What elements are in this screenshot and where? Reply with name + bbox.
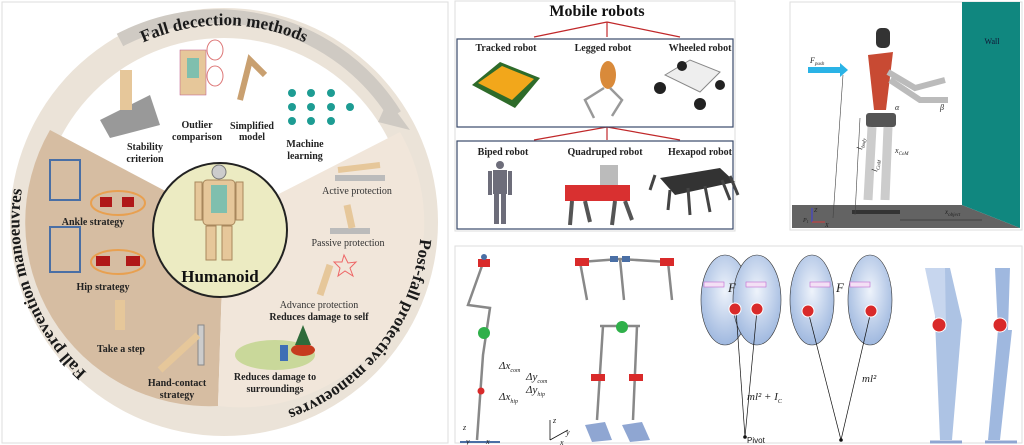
hip-strategy-icon bbox=[49, 226, 146, 275]
pivot-label: Pivot bbox=[747, 436, 766, 445]
legged-robot-icon bbox=[583, 61, 624, 119]
center-label: Humanoid bbox=[181, 267, 259, 286]
post-fall-item: surroundings bbox=[246, 384, 303, 395]
post-fall-item: Passive protection bbox=[311, 238, 384, 249]
step-figure-icon bbox=[115, 300, 125, 330]
humanoid-figure-icon bbox=[120, 70, 132, 110]
dx-com-label: Δxcom bbox=[498, 360, 521, 374]
axis-z-label: z bbox=[552, 416, 557, 425]
detection-item: Stability bbox=[127, 142, 163, 153]
humanoid-center-circle bbox=[152, 162, 288, 298]
svg-text:P1: P1 bbox=[802, 218, 809, 224]
mobile-robots-title: Mobile robots bbox=[549, 3, 644, 20]
axis-y-label: y bbox=[565, 428, 570, 437]
dx-hip-label: Δxhip bbox=[498, 391, 518, 405]
ring-arrow-icon bbox=[378, 100, 410, 130]
hexapod-robot-icon bbox=[648, 168, 740, 216]
coordinate-axes-icon: Z P1 X bbox=[802, 208, 829, 229]
prevention-item: Take a step bbox=[97, 344, 145, 355]
wall bbox=[962, 2, 1020, 228]
detection-item: Machine bbox=[286, 139, 324, 150]
detection-item: model bbox=[239, 132, 265, 143]
dy-hip-label: Δyhip bbox=[525, 384, 545, 398]
post-fall-item: Reduces damage to self bbox=[269, 312, 369, 323]
hierarchy-arrows bbox=[533, 21, 681, 141]
prevention-item: strategy bbox=[160, 390, 194, 401]
tree-icon bbox=[295, 325, 311, 345]
pendulum-model-inertia-icon bbox=[700, 254, 782, 439]
post-fall-item: Advance protection bbox=[280, 300, 359, 311]
pendulum-model-point-mass-icon bbox=[789, 254, 893, 442]
detection-item: criterion bbox=[126, 154, 164, 165]
inertia-label: ml² + IC bbox=[747, 391, 783, 405]
robot-type-label: Tracked robot bbox=[475, 43, 537, 54]
force-label: F bbox=[835, 280, 845, 295]
robot-type-label: Legged robot bbox=[575, 43, 632, 54]
l-com-dimension bbox=[854, 117, 861, 216]
l-com-label: lCoM bbox=[870, 158, 883, 173]
simplified-model-icon bbox=[237, 54, 268, 101]
biped-robot-icon bbox=[488, 161, 512, 224]
force-label: F bbox=[727, 280, 737, 295]
fall-wheel-panel: Fall decection methods Fall prevention m… bbox=[1, 1, 449, 444]
x-com-label: xCoM bbox=[894, 146, 909, 157]
prevention-item: Hand-contact bbox=[148, 378, 207, 389]
floor bbox=[792, 205, 1020, 228]
wall-label: Wall bbox=[985, 37, 1001, 46]
humanoid-robot-model-icon bbox=[852, 28, 948, 214]
beta-label: β bbox=[939, 103, 944, 112]
l-body-dimension bbox=[832, 74, 844, 219]
person-icon bbox=[280, 345, 288, 361]
ankle-strategy-icon bbox=[49, 159, 146, 216]
humanoid-robot-icon bbox=[194, 164, 244, 261]
mobile-robots-panel: Mobile robots Tracked robot Legged robot… bbox=[454, 0, 740, 232]
wall-contact-icon bbox=[197, 324, 205, 366]
robot-type-label: Wheeled robot bbox=[669, 43, 733, 54]
push-arrow-icon bbox=[808, 67, 840, 73]
segmented-leg-models-icon bbox=[925, 268, 1017, 444]
robot-type-label: Hexapod robot bbox=[668, 147, 733, 158]
frontal-model-icon bbox=[575, 256, 674, 442]
svg-text:Z: Z bbox=[814, 208, 818, 214]
passive-protection-icon bbox=[330, 228, 370, 234]
advance-protection-icon bbox=[316, 263, 334, 297]
axis-z-label: z bbox=[462, 423, 467, 432]
neural-network-icon bbox=[288, 89, 354, 125]
wheeled-robot-icon bbox=[654, 59, 725, 110]
push-scene-panel: Wall Fpush α β lbody lCoM xCoM xobject Z… bbox=[789, 1, 1023, 231]
slope-icon bbox=[100, 95, 160, 138]
detection-item: learning bbox=[287, 151, 323, 162]
prevention-item: Hip strategy bbox=[76, 282, 129, 293]
tracked-robot-icon bbox=[472, 62, 540, 108]
hand-contact-figure-icon bbox=[157, 332, 201, 373]
dy-com-label: Δycom bbox=[525, 371, 548, 385]
l-body-label: lbody bbox=[855, 136, 868, 150]
impact-star-icon bbox=[332, 253, 358, 278]
x-object-label: xobject bbox=[944, 208, 961, 218]
axis-x-label: x bbox=[485, 437, 490, 445]
axis-y-label: y bbox=[465, 437, 470, 445]
detection-item: Outlier bbox=[181, 120, 213, 131]
balance-models-panel: Δxcom Δxhip z y x Δycom Δyhip z y x F ml bbox=[454, 245, 1023, 445]
robot-type-label: Biped robot bbox=[478, 147, 529, 158]
sagittal-model-icon bbox=[460, 254, 500, 443]
post-fall-item: Active protection bbox=[322, 186, 392, 197]
alpha-label: α bbox=[895, 103, 900, 112]
post-fall-item: Reduces damage to bbox=[234, 372, 316, 383]
svg-text:X: X bbox=[824, 223, 829, 229]
active-protection-icon bbox=[335, 175, 385, 181]
detection-item: Simplified bbox=[230, 121, 274, 132]
detection-item: comparison bbox=[172, 132, 222, 143]
locomotion-box bbox=[456, 38, 734, 128]
axis-x-label: x bbox=[559, 438, 564, 445]
robot-type-label: Quadruped robot bbox=[567, 147, 643, 158]
quadruped-robot-icon bbox=[565, 165, 634, 226]
inertia-label: ml² bbox=[862, 373, 877, 385]
f-push-label: Fpush bbox=[809, 56, 825, 67]
prevention-item: Ankle strategy bbox=[62, 217, 125, 228]
